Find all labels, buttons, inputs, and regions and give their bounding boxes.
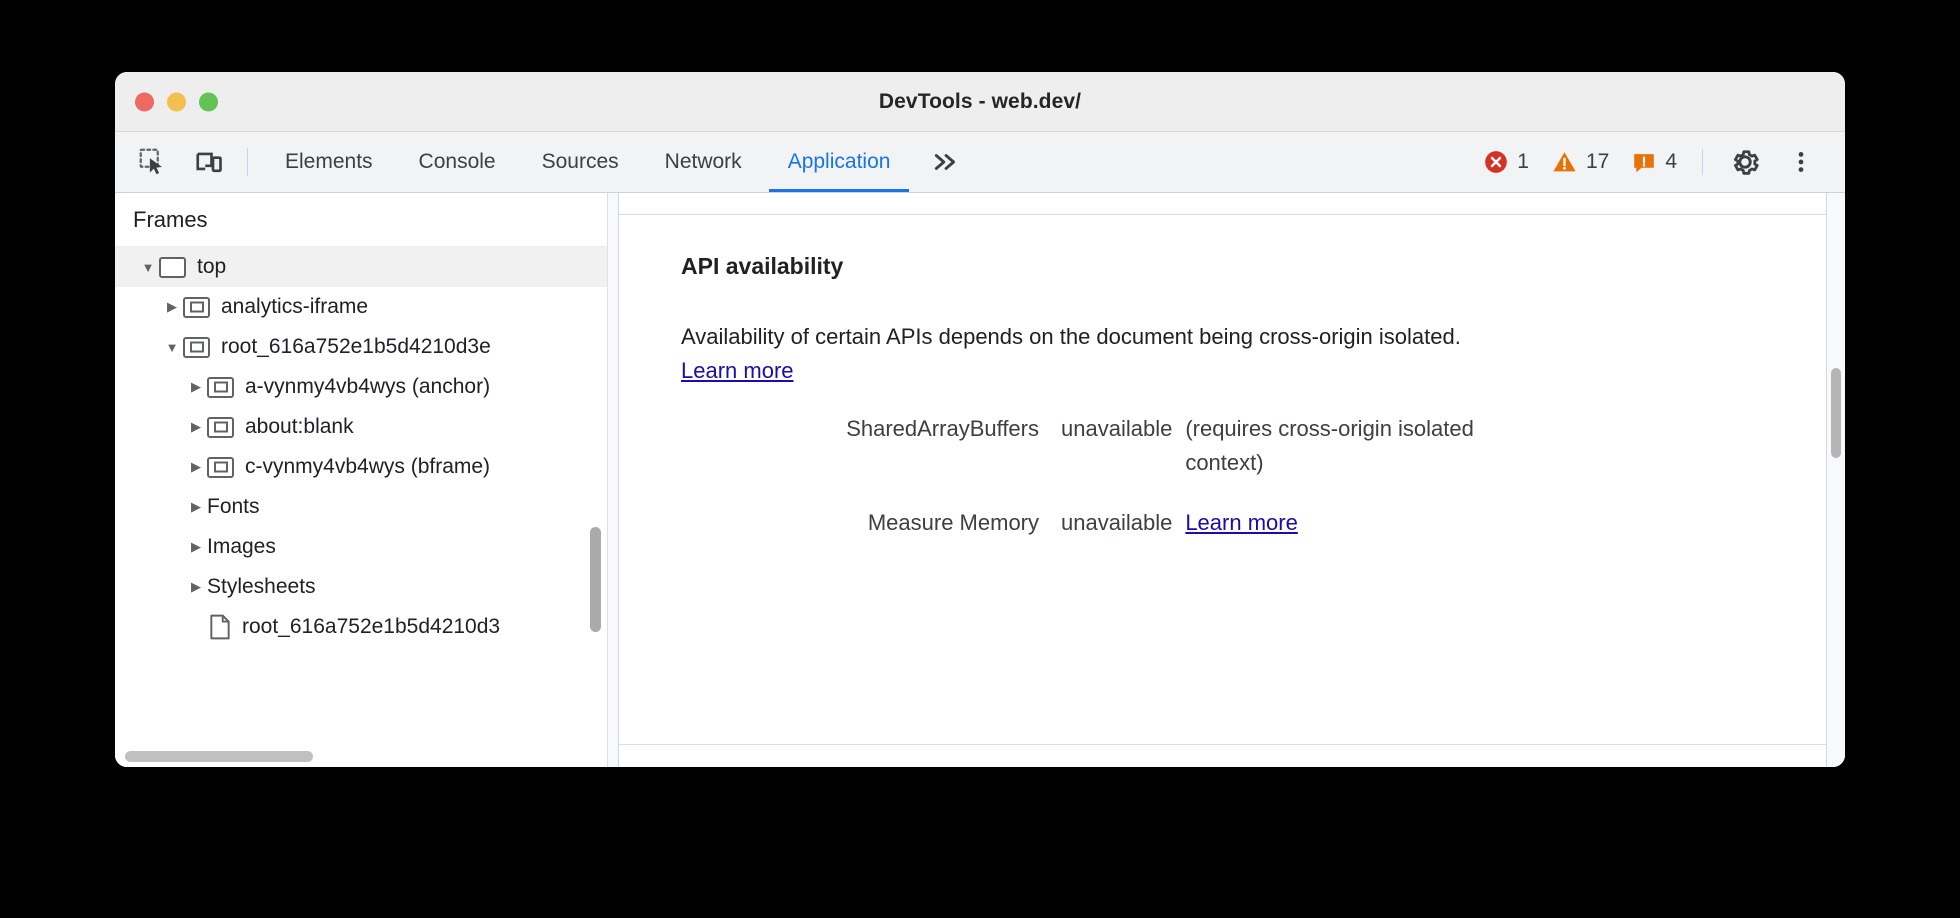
frame-details-view: API availability Availability of certain… bbox=[618, 193, 1827, 767]
frame-icon bbox=[207, 416, 234, 438]
api-description-text: Availability of certain APIs depends on … bbox=[681, 324, 1461, 349]
tree-item-label: Fonts bbox=[207, 495, 260, 518]
api-availability-table: SharedArrayBuffers unavailable (requires… bbox=[681, 412, 1766, 540]
tab-network[interactable]: Network bbox=[664, 150, 742, 173]
tab-application[interactable]: Application bbox=[765, 132, 914, 192]
frames-sidebar: Frames ▼ top ▶ analytics-iframe ▼ root_6… bbox=[115, 193, 608, 767]
tree-item-label: a-vynmy4vb4wys (anchor) bbox=[245, 375, 491, 398]
minimize-window-button[interactable] bbox=[167, 92, 186, 111]
window-controls bbox=[135, 92, 218, 111]
gear-icon[interactable] bbox=[1717, 146, 1773, 178]
chevron-right-icon[interactable]: ▶ bbox=[191, 419, 201, 434]
api-availability-section: API availability Availability of certain… bbox=[619, 215, 1826, 767]
close-window-button[interactable] bbox=[135, 92, 154, 111]
window-title: DevTools - web.dev/ bbox=[878, 89, 1082, 113]
window-titlebar: DevTools - web.dev/ bbox=[115, 72, 1845, 132]
error-counter[interactable]: 1 bbox=[1472, 149, 1540, 175]
frame-icon bbox=[183, 336, 210, 358]
tree-item-root-frame[interactable]: ▼ root_616a752e1b5d4210d3e bbox=[115, 327, 607, 367]
tab-elements[interactable]: Elements bbox=[285, 150, 373, 173]
tree-item-images[interactable]: ▶ Images bbox=[115, 527, 607, 567]
error-count: 1 bbox=[1517, 150, 1529, 173]
frames-tree[interactable]: ▼ top ▶ analytics-iframe ▼ root_616a752e… bbox=[115, 247, 607, 767]
chevron-right-icon[interactable]: ▶ bbox=[191, 539, 201, 554]
chevron-down-icon[interactable]: ▼ bbox=[141, 259, 155, 275]
tree-item-fonts[interactable]: ▶ Fonts bbox=[115, 487, 607, 527]
inspect-element-icon[interactable] bbox=[125, 132, 181, 192]
sidebar-horizontal-scrollbar[interactable] bbox=[125, 751, 313, 762]
frame-top-icon bbox=[159, 256, 186, 278]
tree-item-label: Stylesheets bbox=[207, 575, 316, 598]
devtools-body: Frames ▼ top ▶ analytics-iframe ▼ root_6… bbox=[115, 193, 1845, 767]
main-vertical-scrollbar[interactable] bbox=[1831, 368, 1841, 458]
sidebar-vertical-scrollbar[interactable] bbox=[590, 527, 601, 632]
tree-item-stylesheet-file[interactable]: root_616a752e1b5d4210d3 bbox=[115, 607, 607, 647]
tree-item-label: top bbox=[197, 255, 227, 278]
frame-icon bbox=[207, 376, 234, 398]
api-availability-heading: API availability bbox=[681, 253, 844, 279]
api-row-name: SharedArrayBuffers bbox=[846, 416, 1039, 442]
maximize-window-button[interactable] bbox=[199, 92, 218, 111]
panel-tabs: Elements Console Sources Network Applica… bbox=[262, 132, 979, 192]
chevron-right-icon[interactable]: ▶ bbox=[191, 459, 201, 474]
tree-item-anchor-frame[interactable]: ▶ a-vynmy4vb4wys (anchor) bbox=[115, 367, 607, 407]
tree-item-label: c-vynmy4vb4wys (bframe) bbox=[245, 455, 491, 478]
frame-icon bbox=[207, 456, 234, 478]
table-row: SharedArrayBuffers unavailable (requires… bbox=[681, 412, 1766, 480]
issue-count: 4 bbox=[1665, 150, 1677, 173]
section-divider bbox=[619, 193, 1826, 215]
warning-count: 17 bbox=[1585, 150, 1610, 173]
api-row-name: Measure Memory bbox=[867, 510, 1039, 536]
api-row-note: (requires cross-origin isolated context) bbox=[1185, 416, 1474, 476]
toolbar-divider bbox=[247, 148, 248, 176]
tree-item-label: root_616a752e1b5d4210d3e bbox=[221, 335, 491, 358]
learn-more-link[interactable]: Learn more bbox=[681, 358, 794, 384]
devtools-toolbar: Elements Console Sources Network Applica… bbox=[115, 132, 1845, 193]
tree-item-label: Images bbox=[207, 535, 276, 558]
error-icon bbox=[1485, 151, 1508, 173]
device-toolbar-icon[interactable] bbox=[181, 132, 237, 192]
toolbar-divider-right bbox=[1702, 149, 1703, 175]
tree-item-bframe[interactable]: ▶ c-vynmy4vb4wys (bframe) bbox=[115, 447, 607, 487]
tree-item-analytics-iframe[interactable]: ▶ analytics-iframe bbox=[115, 287, 607, 327]
tree-item-label: root_616a752e1b5d4210d3 bbox=[242, 615, 501, 638]
devtools-window: DevTools - web.dev/ bbox=[115, 72, 1845, 767]
chevron-right-icon[interactable]: ▶ bbox=[191, 579, 201, 594]
tree-item-about-blank[interactable]: ▶ about:blank bbox=[115, 407, 607, 447]
issue-counter[interactable]: 4 bbox=[1620, 150, 1688, 175]
warning-counter[interactable]: 17 bbox=[1540, 149, 1620, 175]
tab-console[interactable]: Console bbox=[418, 150, 496, 173]
kebab-menu-icon[interactable] bbox=[1773, 147, 1829, 177]
chevron-right-icon[interactable]: ▶ bbox=[167, 299, 177, 314]
tree-item-top[interactable]: ▼ top bbox=[115, 247, 607, 287]
table-row: Measure Memory unavailable Learn more bbox=[681, 506, 1766, 540]
api-availability-description: Availability of certain APIs depends on … bbox=[681, 320, 1471, 388]
section-bottom-divider bbox=[619, 744, 1826, 745]
measure-memory-learn-more-link[interactable]: Learn more bbox=[1185, 510, 1298, 536]
toolbar-left-group bbox=[115, 132, 262, 192]
more-tabs-icon[interactable] bbox=[913, 132, 979, 192]
sidebar-title: Frames bbox=[115, 193, 607, 247]
frame-icon bbox=[183, 296, 210, 318]
warning-icon bbox=[1553, 152, 1576, 172]
api-row-value: unavailable bbox=[1061, 510, 1173, 536]
tree-item-label: analytics-iframe bbox=[221, 295, 369, 318]
tree-item-label: about:blank bbox=[245, 415, 354, 438]
api-row-value: unavailable bbox=[1061, 416, 1173, 442]
chevron-down-icon[interactable]: ▼ bbox=[165, 339, 179, 355]
chevron-right-icon[interactable]: ▶ bbox=[191, 379, 201, 394]
toolbar-right-group: 1 17 4 bbox=[1472, 132, 1845, 192]
tab-sources[interactable]: Sources bbox=[541, 150, 619, 173]
document-icon bbox=[209, 614, 231, 640]
issue-icon bbox=[1634, 153, 1655, 172]
tree-item-stylesheets[interactable]: ▶ Stylesheets bbox=[115, 567, 607, 607]
application-main-panel: API availability Availability of certain… bbox=[608, 193, 1845, 767]
chevron-right-icon[interactable]: ▶ bbox=[191, 499, 201, 514]
